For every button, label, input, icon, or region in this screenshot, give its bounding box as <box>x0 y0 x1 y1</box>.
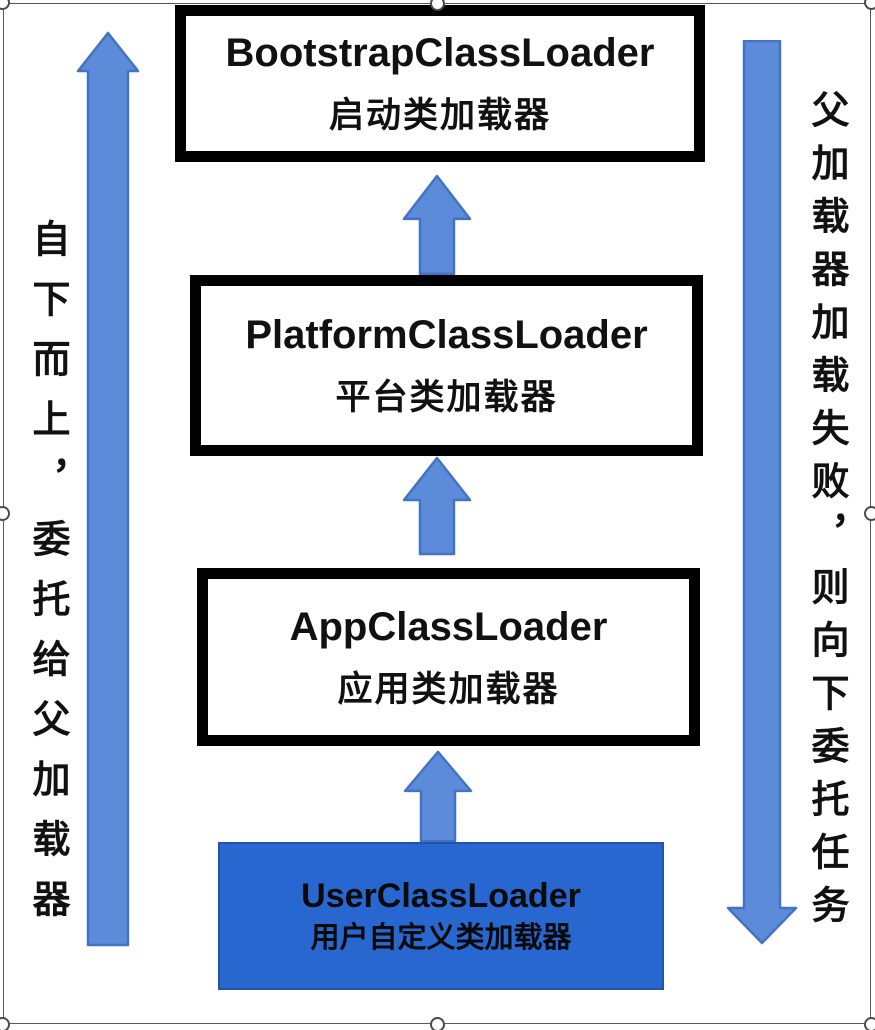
resize-handle-right-middle[interactable] <box>864 506 875 521</box>
resize-handle-bottom-right[interactable] <box>864 1017 875 1030</box>
bootstrap-classloader-title: BootstrapClassLoader <box>225 31 655 76</box>
resize-handle-top-right[interactable] <box>864 0 875 10</box>
platform-classloader-subtitle: 平台类加载器 <box>335 378 558 418</box>
bootstrap-classloader-subtitle: 启动类加载器 <box>328 96 551 136</box>
app-classloader-title: AppClassLoader <box>289 604 608 649</box>
left-annotation: 自下而上，委托给父加载器 <box>26 219 68 939</box>
up-arrow-icon <box>402 456 472 556</box>
resize-handle-top-center[interactable] <box>430 0 445 11</box>
delegation-down-arrow-icon <box>726 40 798 945</box>
resize-handle-bottom-center[interactable] <box>430 1017 445 1030</box>
bootstrap-classloader-box: BootstrapClassLoader 启动类加载器 <box>175 5 705 162</box>
up-arrow-icon <box>403 750 473 843</box>
up-arrow-icon <box>402 174 472 276</box>
user-classloader-subtitle: 用户自定义类加载器 <box>310 921 572 954</box>
resize-handle-left-middle[interactable] <box>0 506 10 521</box>
resize-handle-top-left[interactable] <box>0 0 10 10</box>
delegation-up-arrow-icon <box>76 31 140 947</box>
platform-classloader-box: PlatformClassLoader 平台类加载器 <box>190 275 703 456</box>
platform-classloader-title: PlatformClassLoader <box>245 313 648 358</box>
resize-handle-bottom-left[interactable] <box>0 1017 10 1030</box>
user-classloader-title: UserClassLoader <box>301 876 581 915</box>
user-classloader-box: UserClassLoader 用户自定义类加载器 <box>218 842 664 990</box>
app-classloader-box: AppClassLoader 应用类加载器 <box>197 568 700 746</box>
right-annotation: 父加载器加载失败，则向下委托任务 <box>805 90 847 938</box>
app-classloader-subtitle: 应用类加载器 <box>337 669 560 709</box>
